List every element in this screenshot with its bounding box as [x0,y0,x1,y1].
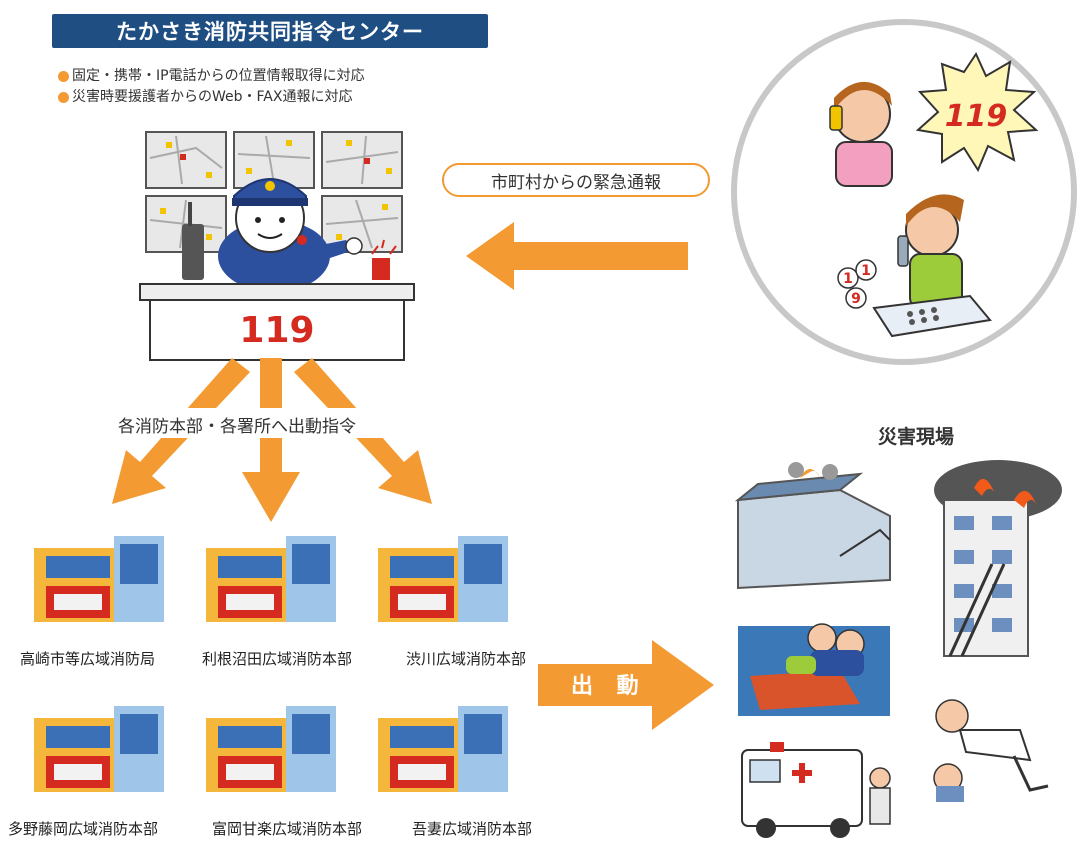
station-name: 富岡甘楽広域消防本部 [212,820,363,838]
disaster-scene-illustrations [734,460,1062,838]
bullet-icon [58,92,69,103]
bullet-icon [58,71,69,82]
station-name: 多野藤岡広域消防本部 [8,820,159,838]
arrow-down-icon [242,358,300,522]
emergency-call-label: 市町村からの緊急通報 [442,163,710,197]
feature-item: 災害時要援護者からのWeb・FAX通報に対応 [58,87,365,108]
bubble-number: 119 [945,99,1008,134]
dispatch-label: 各消防本部・各署所へ出動指令 [118,417,356,437]
first-aid-icon [933,699,1049,802]
fire-station-row-1 [34,536,508,622]
departure-label: 出 動 [571,674,647,699]
command-center-illustration: 119 [139,131,415,361]
dial-digit: 1 [843,271,853,287]
emergency-call-text: 市町村からの緊急通報 [491,172,661,193]
dial-digits: 1 1 9 [837,259,877,309]
desk-number: 119 [239,310,314,351]
center-title: たかさき消防共同指令センター [52,14,488,48]
fire-station-icon [206,706,336,792]
fire-station-icon [34,536,164,622]
call-arrow-icon [466,222,688,290]
map-monitors [145,131,403,253]
dispatch-arrows [110,358,446,522]
feature-text: 固定・携帯・IP電話からの位置情報取得に対応 [72,68,365,84]
fire-station-icon [378,706,508,792]
fire-station-row-2 [34,706,508,792]
flood-rescue-icon [738,623,890,716]
feature-item: 固定・携帯・IP電話からの位置情報取得に対応 [58,66,365,87]
callers-illustration: 119 1 1 9 [731,19,1077,365]
feature-list: 固定・携帯・IP電話からの位置情報取得に対応 災害時要援護者からのWeb・FAX… [58,66,365,108]
departure-arrow-icon [538,640,714,730]
burning-building-icon [934,460,1062,657]
dial-digit: 1 [861,263,871,279]
fire-station-icon [34,706,164,792]
station-name: 高崎市等広域消防局 [20,650,156,668]
station-name: 渋川広域消防本部 [406,650,527,668]
dial-digit: 9 [851,291,861,307]
station-name: 吾妻広域消防本部 [412,820,533,838]
fire-station-icon [378,536,508,622]
ambulance-icon [741,742,891,838]
fire-station-icon [206,536,336,622]
scene-label: 災害現場 [878,426,955,448]
feature-text: 災害時要援護者からのWeb・FAX通報に対応 [72,89,353,105]
collapsed-building-icon [734,462,891,590]
station-name: 利根沼田広域消防本部 [202,650,353,668]
